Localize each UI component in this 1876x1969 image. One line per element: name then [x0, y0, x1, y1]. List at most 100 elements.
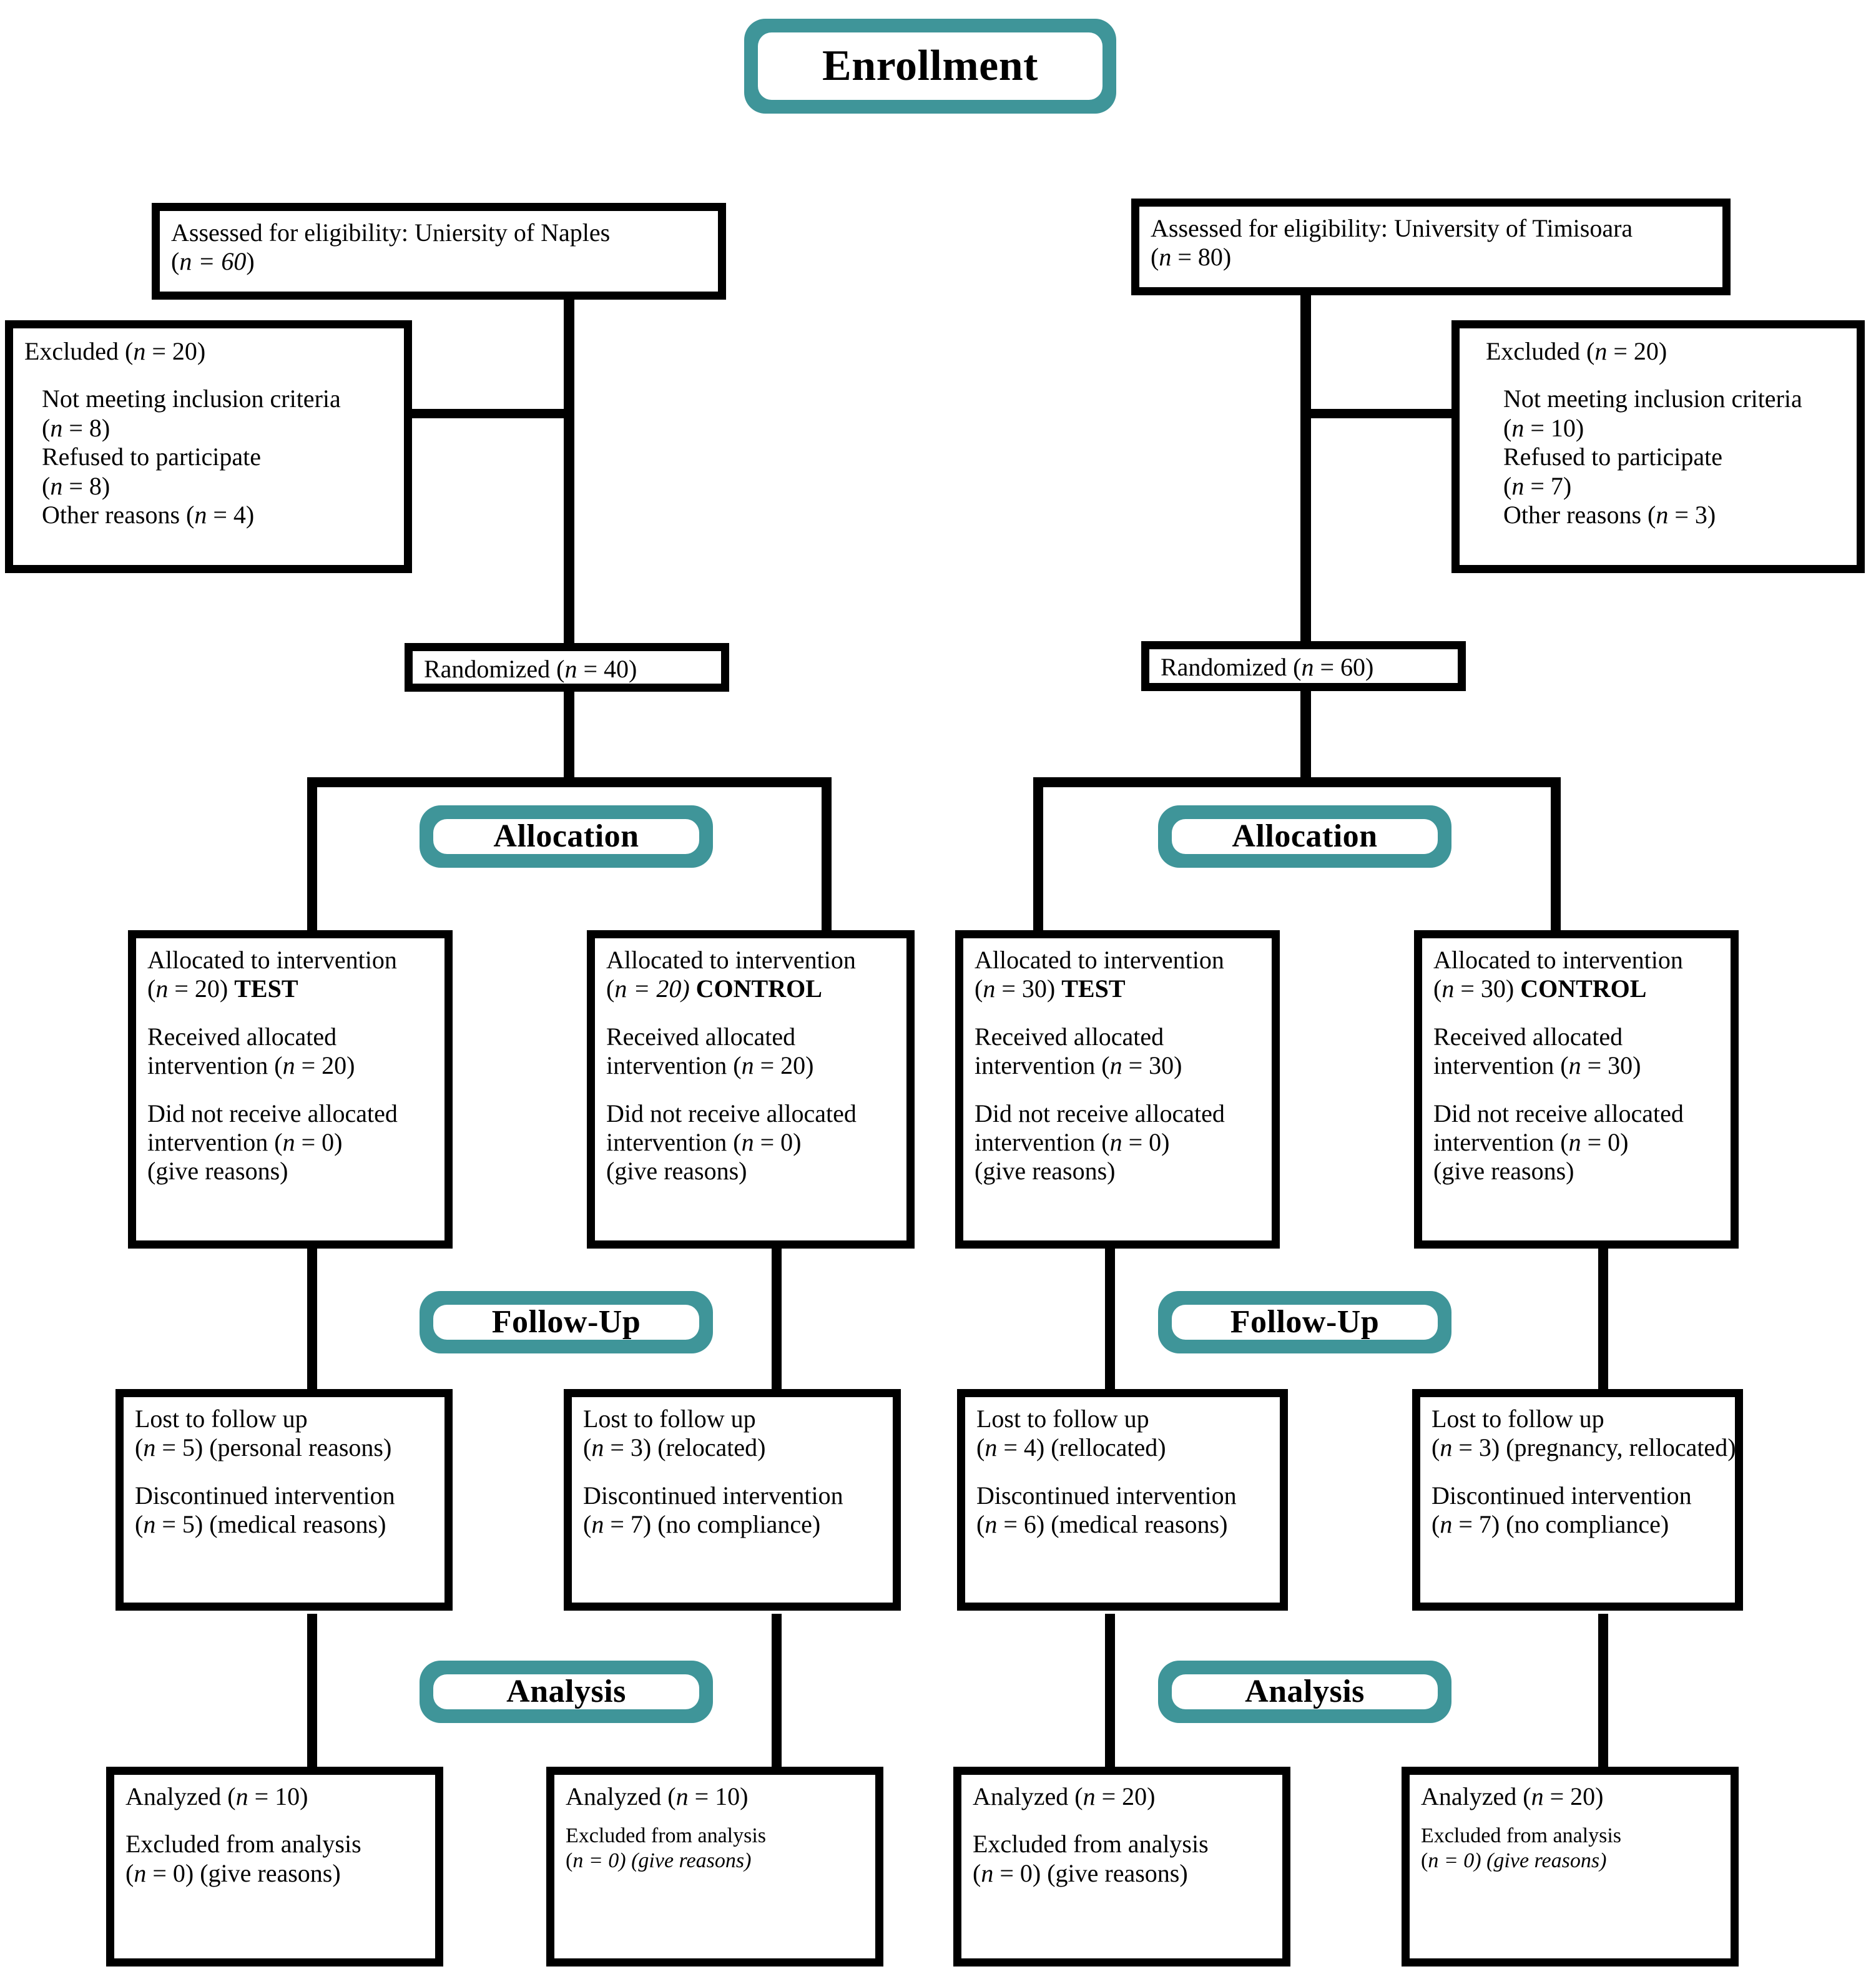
stage-badge-followup-naples: Follow-Up [420, 1291, 713, 1353]
connector-timisoara-alloc-right-down [1551, 777, 1561, 943]
stage-badge-followup-timisoara: Follow-Up [1158, 1291, 1451, 1353]
fu-timisoara-test-disc-2: (n = 6) (medical reasons) [976, 1510, 1228, 1539]
connector-naples-randomized-down [564, 690, 574, 777]
assessed-naples-line1: Assessed for eligibility: Uniersity of N… [171, 219, 611, 247]
alloc-timisoara-test-n: (n = 30) TEST [975, 975, 1126, 1003]
alloc-timisoara-test-notreceived-1: Did not receive allocated [975, 1099, 1225, 1127]
stage-badge-allocation-naples: Allocation [420, 805, 713, 868]
box-followup-naples-test: Lost to follow up (n = 5) (personal reas… [115, 1389, 453, 1611]
an-naples-control-excl-2: (n = 0) (give reasons) [566, 1849, 752, 1872]
stage-badge-allocation-timisoara: Allocation [1158, 805, 1451, 868]
excluded-naples-reason-1-n: (n = 8) [42, 413, 110, 442]
an-timisoara-control-excl-1: Excluded from analysis [1421, 1824, 1622, 1848]
connector-naples-alloc-right-down [822, 777, 832, 943]
connector-naples-test-fu-to-an [307, 1614, 317, 1770]
alloc-timisoara-test-notreceived-3: (give reasons) [975, 1157, 1116, 1186]
connector-naples-excluded [412, 409, 568, 418]
an-naples-test-excl-2: (n = 0) (give reasons) [125, 1859, 341, 1887]
an-timisoara-test-excl-2: (n = 0) (give reasons) [973, 1859, 1188, 1887]
excluded-naples-reason-2-n: (n = 8) [42, 471, 110, 500]
connector-timisoara-assessed-down [1300, 293, 1311, 652]
alloc-timisoara-test-notreceived-2: intervention (n = 0) [975, 1127, 1170, 1156]
excluded-timisoara-reason-1-n: (n = 10) [1503, 413, 1584, 442]
alloc-timisoara-control-notreceived-1: Did not receive allocated [1433, 1099, 1684, 1127]
an-timisoara-control-analyzed: Analyzed (n = 20) [1421, 1782, 1604, 1810]
stage-badge-allocation-naples-label: Allocation [493, 818, 639, 854]
alloc-timisoara-test-received-2: intervention (n = 30) [975, 1051, 1182, 1080]
connector-timisoara-control-fu-to-an [1598, 1614, 1608, 1770]
box-followup-timisoara-test: Lost to follow up (n = 4) (rellocated) D… [957, 1389, 1288, 1611]
connector-naples-alloc-left-down [307, 777, 317, 943]
assessed-timisoara-line1: Assessed for eligibility: University of … [1151, 214, 1633, 242]
excluded-naples-title: Excluded (n = 20) [24, 337, 206, 365]
connector-timisoara-alloc-split [1033, 777, 1561, 787]
stage-badge-analysis-timisoara: Analysis [1158, 1661, 1451, 1723]
an-timisoara-test-analyzed: Analyzed (n = 20) [973, 1782, 1156, 1810]
connector-timisoara-randomized-down [1300, 690, 1311, 777]
an-naples-test-analyzed: Analyzed (n = 10) [125, 1782, 308, 1810]
stage-badge-analysis-timisoara-label: Analysis [1245, 1674, 1365, 1709]
alloc-timisoara-control-n: (n = 30) CONTROL [1433, 975, 1647, 1003]
alloc-timisoara-control-received-2: intervention (n = 30) [1433, 1051, 1641, 1080]
fu-naples-test-disc-1: Discontinued intervention [135, 1481, 395, 1510]
alloc-naples-test-notreceived-2: intervention (n = 0) [147, 1127, 343, 1156]
excluded-timisoara-reason-2-n: (n = 7) [1503, 471, 1572, 500]
excluded-timisoara-reason-1: Not meeting inclusion criteria [1503, 385, 1802, 413]
box-analysis-timisoara-test: Analyzed (n = 20) Excluded from analysis… [953, 1767, 1290, 1967]
an-timisoara-test-excl-1: Excluded from analysis [973, 1830, 1209, 1859]
fu-naples-control-disc-2: (n = 7) (no compliance) [583, 1510, 821, 1539]
box-assessed-timisoara: Assessed for eligibility: University of … [1131, 199, 1731, 295]
alloc-naples-control-notreceived-2: intervention (n = 0) [606, 1127, 802, 1156]
excluded-timisoara-reason-2: Refused to participate [1503, 443, 1722, 471]
box-excluded-timisoara: Excluded (n = 20) Not meeting inclusion … [1451, 320, 1865, 573]
connector-naples-test-alloc-to-fu [307, 1245, 317, 1392]
fu-naples-test-disc-2: (n = 5) (medical reasons) [135, 1510, 386, 1539]
fu-naples-test-lost-2: (n = 5) (personal reasons) [135, 1433, 392, 1462]
alloc-naples-test-notreceived-3: (give reasons) [147, 1157, 288, 1186]
alloc-naples-test-notreceived-1: Did not receive allocated [147, 1099, 398, 1127]
excluded-naples-reason-1: Not meeting inclusion criteria [42, 385, 341, 413]
fu-timisoara-control-lost-2: (n = 3) (pregnancy, rellocated) [1432, 1433, 1736, 1462]
box-analysis-timisoara-control: Analyzed (n = 20) Excluded from analysis… [1402, 1767, 1739, 1967]
fu-naples-control-lost-1: Lost to follow up [583, 1405, 756, 1433]
box-excluded-naples: Excluded (n = 20) Not meeting inclusion … [5, 320, 412, 573]
connector-timisoara-test-fu-to-an [1105, 1614, 1115, 1770]
excluded-naples-reason-3: Other reasons (n = 4) [42, 500, 255, 529]
an-naples-test-excl-1: Excluded from analysis [125, 1830, 361, 1859]
alloc-naples-test-n: (n = 20) TEST [147, 975, 298, 1003]
stage-badge-followup-naples-label: Follow-Up [491, 1304, 641, 1340]
connector-naples-control-fu-to-an [772, 1614, 782, 1770]
box-allocation-timisoara-test: Allocated to intervention (n = 30) TEST … [955, 930, 1280, 1249]
alloc-naples-test-received-1: Received allocated [147, 1022, 337, 1051]
excluded-timisoara-reason-3: Other reasons (n = 3) [1503, 500, 1716, 529]
box-assessed-naples: Assessed for eligibility: Uniersity of N… [152, 203, 726, 300]
box-randomized-timisoara: Randomized (n = 60) [1141, 641, 1466, 691]
fu-timisoara-test-lost-2: (n = 4) (rellocated) [976, 1433, 1166, 1462]
stage-badge-enrollment-label: Enrollment [822, 42, 1038, 90]
fu-timisoara-test-disc-1: Discontinued intervention [976, 1481, 1237, 1510]
alloc-naples-control-n: (n = 20) CONTROL [606, 975, 822, 1003]
randomized-naples-label: Randomized (n = 40) [424, 655, 637, 683]
alloc-naples-control-line1: Allocated to intervention [606, 946, 856, 974]
an-timisoara-control-excl-2: (n = 0) (give reasons) [1421, 1849, 1607, 1872]
alloc-timisoara-test-received-1: Received allocated [975, 1022, 1164, 1051]
an-naples-control-analyzed: Analyzed (n = 10) [566, 1782, 749, 1810]
alloc-naples-control-notreceived-3: (give reasons) [606, 1157, 747, 1186]
alloc-timisoara-test-line1: Allocated to intervention [975, 946, 1224, 974]
connector-timisoara-test-alloc-to-fu [1105, 1245, 1115, 1392]
fu-timisoara-control-disc-1: Discontinued intervention [1432, 1481, 1692, 1510]
connector-naples-alloc-split [307, 777, 832, 787]
box-randomized-naples: Randomized (n = 40) [405, 643, 729, 692]
stage-badge-analysis-naples-label: Analysis [506, 1674, 626, 1709]
alloc-timisoara-control-line1: Allocated to intervention [1433, 946, 1683, 974]
box-followup-timisoara-control: Lost to follow up (n = 3) (pregnancy, re… [1412, 1389, 1743, 1611]
stage-badge-analysis-naples: Analysis [420, 1661, 713, 1723]
excluded-naples-reason-2: Refused to participate [42, 443, 261, 471]
fu-timisoara-control-lost-1: Lost to follow up [1432, 1405, 1604, 1433]
fu-timisoara-test-lost-1: Lost to follow up [976, 1405, 1149, 1433]
alloc-naples-test-received-2: intervention (n = 20) [147, 1051, 355, 1080]
alloc-timisoara-control-received-1: Received allocated [1433, 1022, 1623, 1051]
excluded-timisoara-title: Excluded (n = 20) [1486, 337, 1667, 365]
fu-naples-test-lost-1: Lost to follow up [135, 1405, 308, 1433]
